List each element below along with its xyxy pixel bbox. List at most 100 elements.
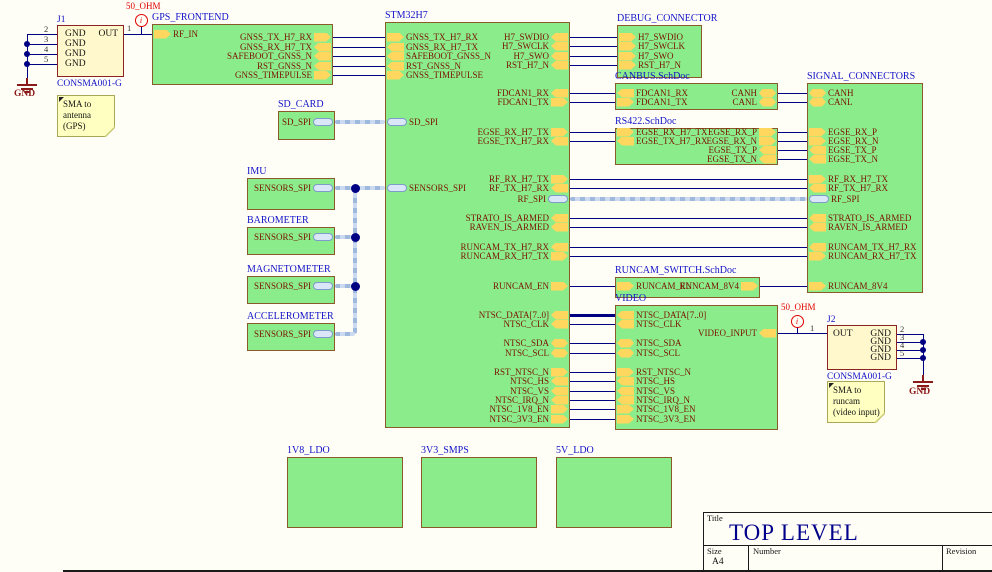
port-runcam-8v4[interactable]: RUNCAM_8V4 bbox=[679, 281, 758, 291]
sheet-block-magnetometer[interactable]: SENSORS_SPI bbox=[247, 276, 335, 304]
harness-wire-55[interactable] bbox=[335, 332, 355, 336]
port-fdcan1-tx[interactable]: FDCAN1_TX bbox=[497, 97, 568, 107]
wire-5[interactable] bbox=[124, 33, 152, 35]
port-gnss-tx-h7-rx[interactable]: GNSS_TX_H7_RX bbox=[387, 32, 478, 42]
port-ntsc-data-7-0-[interactable]: NTSC_DATA[7..0] bbox=[479, 310, 568, 320]
port-egse-rx-n[interactable]: EGSE_RX_N bbox=[809, 136, 879, 146]
port-runcam-en[interactable]: RUNCAM_EN bbox=[493, 281, 568, 291]
wire-28[interactable] bbox=[570, 217, 807, 219]
port-egse-tx-n[interactable]: EGSE_TX_N bbox=[707, 154, 776, 164]
port-ntsc-sda[interactable]: NTSC_SDA bbox=[503, 338, 568, 348]
wire-38[interactable] bbox=[570, 371, 615, 373]
wire-0[interactable] bbox=[27, 33, 57, 35]
port-runcam-tx-h7-rx[interactable]: RUNCAM_TX_H7_RX bbox=[460, 242, 568, 252]
port-rf-in[interactable]: RF_IN bbox=[154, 29, 198, 39]
port-rf-tx-h7-rx[interactable]: RF_TX_H7_RX bbox=[489, 183, 568, 193]
wire-36[interactable] bbox=[570, 342, 615, 344]
port-safeboot-gnss-n[interactable]: SAFEBOOT_GNSS_N bbox=[227, 51, 331, 61]
port-ntsc-hs[interactable]: NTSC_HS bbox=[617, 376, 675, 386]
wire-14[interactable] bbox=[570, 64, 617, 66]
wire-3[interactable] bbox=[27, 63, 57, 65]
wire-9[interactable] bbox=[333, 65, 385, 67]
port-sensors-spi[interactable]: SENSORS_SPI bbox=[254, 281, 333, 291]
wire-35[interactable] bbox=[570, 323, 615, 325]
wire-49[interactable] bbox=[922, 334, 924, 375]
gnd-symbol-bar[interactable] bbox=[920, 388, 926, 390]
wire-41[interactable] bbox=[570, 399, 615, 401]
wire-40[interactable] bbox=[570, 390, 615, 392]
wire-15[interactable] bbox=[570, 92, 615, 94]
port-ntsc-clk[interactable]: NTSC_CLK bbox=[617, 319, 682, 329]
wire-47[interactable] bbox=[897, 349, 923, 351]
port-ntsc-irq-n[interactable]: NTSC_IRQ_N bbox=[617, 395, 690, 405]
port-runcam-tx-h7-rx[interactable]: RUNCAM_TX_H7_RX bbox=[809, 242, 917, 252]
port-ntsc-vs[interactable]: NTSC_VS bbox=[617, 386, 675, 396]
port-h7-swclk[interactable]: H7_SWCLK bbox=[619, 41, 685, 51]
wire-45[interactable] bbox=[897, 333, 923, 335]
port-sensors-spi[interactable]: SENSORS_SPI bbox=[254, 183, 333, 193]
wire-26[interactable] bbox=[570, 187, 807, 189]
port-fdcan1-tx[interactable]: FDCAN1_TX bbox=[617, 97, 688, 107]
port-gnss-timepulse[interactable]: GNSS_TIMEPULSE bbox=[235, 70, 331, 80]
gnd-symbol-bar[interactable] bbox=[21, 87, 33, 90]
wire-29[interactable] bbox=[570, 226, 807, 228]
info-circle-icon[interactable]: i bbox=[790, 314, 804, 328]
port-fdcan1-rx[interactable]: FDCAN1_RX bbox=[617, 88, 688, 98]
port-rf-tx-h7-rx[interactable]: RF_TX_H7_RX bbox=[809, 183, 888, 193]
part-J2[interactable] bbox=[827, 325, 897, 370]
gnd-symbol-bar[interactable] bbox=[917, 384, 929, 387]
port-canl[interactable]: CANL bbox=[733, 97, 777, 107]
wire-25[interactable] bbox=[570, 178, 807, 180]
port-rst-h7-n[interactable]: RST_H7_N bbox=[619, 60, 681, 70]
port-rst-gnss-n[interactable]: RST_GNSS_N bbox=[387, 61, 461, 71]
wire-30[interactable] bbox=[570, 246, 807, 248]
port-h7-swo[interactable]: H7_SWO bbox=[619, 51, 674, 61]
port-raven-is-armed[interactable]: RAVEN_IS_ARMED bbox=[470, 222, 568, 232]
port-egse-tx-h7-rx[interactable]: EGSE_TX_H7_RX bbox=[617, 136, 708, 146]
sheet-block-barometer[interactable]: SENSORS_SPI bbox=[247, 227, 335, 255]
harness-wire-51[interactable] bbox=[335, 186, 385, 190]
port-egse-tx-p[interactable]: EGSE_TX_P bbox=[708, 145, 776, 155]
port-egse-rx-p[interactable]: EGSE_RX_P bbox=[809, 127, 877, 137]
wire-7[interactable] bbox=[333, 46, 385, 48]
port-canh[interactable]: CANH bbox=[731, 88, 776, 98]
wire-31[interactable] bbox=[570, 255, 807, 257]
wire-13[interactable] bbox=[570, 55, 617, 57]
port-h7-swdio[interactable]: H7_SWDIO bbox=[619, 32, 683, 42]
port-egse-rx-p[interactable]: EGSE_RX_P bbox=[708, 127, 776, 137]
port-ntsc-scl[interactable]: NTSC_SCL bbox=[617, 348, 680, 358]
port-egse-tx-n[interactable]: EGSE_TX_N bbox=[809, 154, 878, 164]
port-sd-spi[interactable]: SD_SPI bbox=[387, 117, 438, 127]
port-sensors-spi[interactable]: SENSORS_SPI bbox=[254, 329, 333, 339]
port-gnss-timepulse[interactable]: GNSS_TIMEPULSE bbox=[387, 70, 483, 80]
port-runcam-8v4[interactable]: RUNCAM_8V4 bbox=[809, 281, 888, 291]
port-canl[interactable]: CANL bbox=[809, 97, 853, 107]
port-runcam-en[interactable]: RUNCAM_EN bbox=[617, 281, 692, 291]
port-ntsc-3v3-en[interactable]: NTSC_3V3_EN bbox=[617, 414, 696, 424]
port-gnss-tx-h7-rx[interactable]: GNSS_TX_H7_RX bbox=[240, 32, 331, 42]
wire-21[interactable] bbox=[778, 131, 807, 133]
port-ntsc-scl[interactable]: NTSC_SCL bbox=[505, 348, 568, 358]
port-ntsc-1v8-en[interactable]: NTSC_1V8_EN bbox=[617, 404, 696, 414]
port-raven-is-armed[interactable]: RAVEN_IS_ARMED bbox=[809, 222, 907, 232]
port-ntsc-clk[interactable]: NTSC_CLK bbox=[503, 319, 568, 329]
part-J1[interactable] bbox=[57, 25, 124, 77]
wire-11[interactable] bbox=[570, 36, 617, 38]
gnd-symbol-bar[interactable] bbox=[17, 84, 37, 86]
port-rst-ntsc-n[interactable]: RST_NTSC_N bbox=[617, 367, 691, 377]
wire-43[interactable] bbox=[570, 418, 615, 420]
wire-8[interactable] bbox=[333, 55, 385, 57]
wire-33[interactable] bbox=[760, 285, 807, 287]
port-ntsc-data-7-0-[interactable]: NTSC_DATA[7..0] bbox=[617, 310, 706, 320]
port-egse-tx-h7-rx[interactable]: EGSE_TX_H7_RX bbox=[478, 136, 568, 146]
port-gnss-rx-h7-tx[interactable]: GNSS_RX_H7_TX bbox=[387, 42, 478, 52]
port-ntsc-sda[interactable]: NTSC_SDA bbox=[617, 338, 682, 348]
port-ntsc-1v8-en[interactable]: NTSC_1V8_EN bbox=[489, 404, 568, 414]
wire-20[interactable] bbox=[570, 140, 615, 142]
